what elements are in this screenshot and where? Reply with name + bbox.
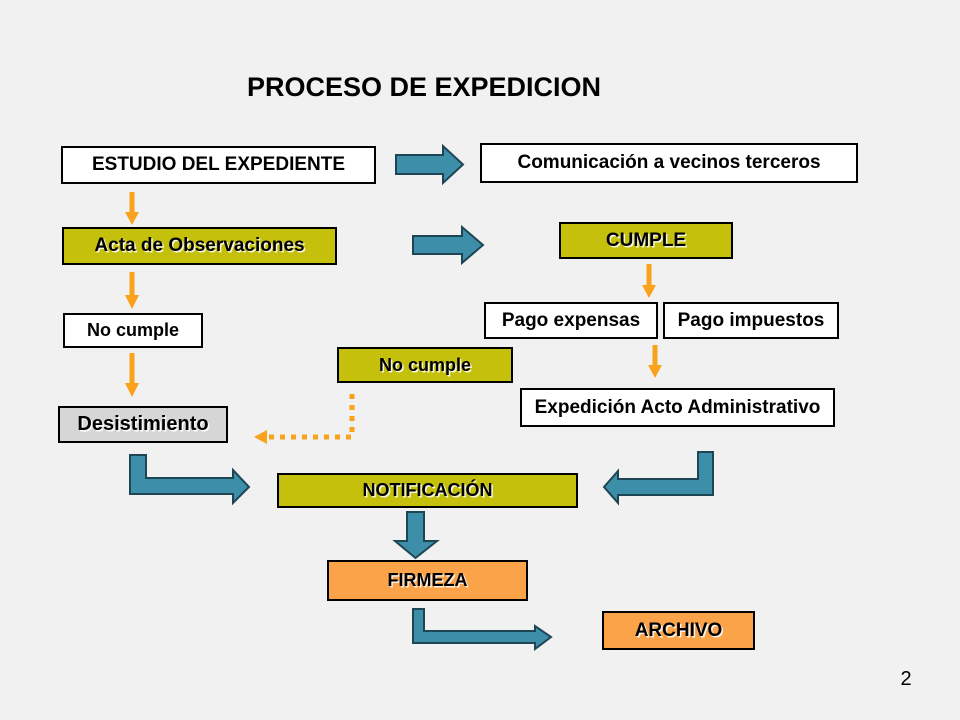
node-desistimiento: Desistimiento — [58, 406, 228, 443]
node-label: NOTIFICACIÓN — [362, 480, 493, 501]
arrow-no-cumple-to-desistimiento-icon — [125, 353, 139, 397]
node-label: Expedición Acto Administrativo — [534, 396, 821, 418]
node-archivo: ARCHIVO — [602, 611, 755, 650]
node-label: ESTUDIO DEL EXPEDIENTE — [91, 154, 346, 176]
node-cumple: CUMPLE — [559, 222, 733, 259]
arrow-estudio-to-acta-icon — [125, 192, 139, 225]
node-label: Comunicación a vecinos terceros — [517, 152, 821, 174]
node-expedicion-acto: Expedición Acto Administrativo — [520, 388, 835, 427]
page-number: 2 — [900, 668, 912, 690]
node-label: Pago expensas — [501, 309, 641, 331]
node-no-cumple-left: No cumple — [63, 313, 203, 348]
node-no-cumple-center: No cumple — [337, 347, 513, 383]
arrow-cumple-to-pagos-icon — [642, 264, 656, 298]
node-label: FIRMEZA — [387, 570, 468, 591]
node-pago-impuestos: Pago impuestos — [663, 302, 839, 339]
node-firmeza: FIRMEZA — [327, 560, 528, 601]
node-label: No cumple — [378, 354, 471, 375]
arrow-no-cumple-center-dotted-icon — [254, 394, 355, 444]
node-comunicacion-vecinos: Comunicación a vecinos terceros — [480, 143, 858, 183]
node-label: Pago impuestos — [677, 309, 825, 331]
node-label: ARCHIVO — [634, 619, 723, 641]
arrow-desistimiento-to-notificacion-icon — [129, 454, 251, 506]
arrow-estudio-to-comunicacion-icon — [395, 143, 465, 186]
arrow-acta-to-cumple-icon — [412, 224, 485, 266]
arrow-expedicion-to-notificacion-icon — [602, 451, 714, 506]
node-pago-expensas: Pago expensas — [484, 302, 658, 339]
arrow-pagos-to-expedicion-icon — [648, 345, 662, 378]
arrow-acta-to-no-cumple-icon — [125, 272, 139, 309]
node-notificacion: NOTIFICACIÓN — [277, 473, 578, 508]
node-label: Desistimiento — [77, 413, 209, 435]
node-estudio-del-expediente: ESTUDIO DEL EXPEDIENTE — [61, 146, 376, 184]
node-label: CUMPLE — [605, 229, 687, 251]
node-label: Acta de Observaciones — [94, 235, 305, 257]
node-label: No cumple — [86, 320, 179, 341]
page-title: PROCESO DE EXPEDICION — [246, 72, 602, 102]
node-acta-observaciones: Acta de Observaciones — [62, 227, 337, 265]
arrow-notificacion-to-firmeza-icon — [392, 511, 440, 560]
arrow-firmeza-to-archivo-icon — [412, 608, 553, 651]
